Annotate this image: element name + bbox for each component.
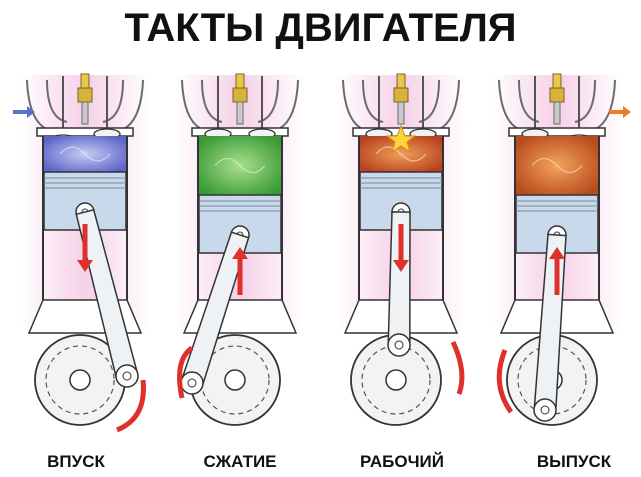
- crank-pin-center: [540, 405, 550, 415]
- crankshaft-center: [385, 369, 407, 391]
- crankshaft-center: [69, 369, 91, 391]
- intake-flow-arrow: [13, 106, 35, 118]
- crank-pin-center: [394, 340, 404, 350]
- stroke-label-power: РАБОЧИЙ: [360, 452, 444, 471]
- stroke-panel-power: [336, 73, 466, 426]
- spark-plug-electrode: [397, 101, 405, 125]
- piston-down-arrow: [393, 224, 409, 272]
- rotation-arrow: [450, 340, 465, 395]
- gas-swirl: [59, 146, 111, 162]
- spark-plug-body: [549, 87, 565, 103]
- spark-plug-top: [552, 73, 562, 89]
- exhaust-flow-arrow: [609, 106, 631, 118]
- crank-pin-center: [187, 378, 197, 388]
- piston-up-arrow: [232, 247, 248, 295]
- gas-swirl: [214, 157, 266, 174]
- crank-disc-dashed: [45, 345, 115, 415]
- spark-plug-electrode: [81, 101, 89, 125]
- stroke-label-intake: ВПУСК: [47, 452, 105, 471]
- stroke-panel-intake: [13, 73, 150, 433]
- piston-up-arrow: [549, 247, 565, 295]
- spark-plug-top: [235, 73, 245, 89]
- spark-plug-body: [393, 87, 409, 103]
- rotation-arrow: [496, 349, 514, 414]
- spark-plug-electrode: [553, 101, 561, 125]
- stroke-label-compression: СЖАТИЕ: [203, 452, 277, 471]
- spark-icon: [385, 124, 417, 154]
- crank-disc-dashed: [361, 345, 431, 415]
- spark-plug-body: [232, 87, 248, 103]
- crankshaft-center: [224, 369, 246, 391]
- spark-plug-top: [396, 73, 406, 89]
- rotation-arrow: [177, 345, 194, 399]
- gas-swirl: [375, 146, 427, 162]
- stroke-label-exhaust: ВЫПУСК: [536, 452, 612, 471]
- crank-disc-dashed: [517, 345, 587, 415]
- gas-swirl: [531, 157, 583, 174]
- stroke-panel-compression: [175, 73, 305, 426]
- spark-plug-electrode: [236, 101, 244, 125]
- crank-disc-dashed: [200, 345, 270, 415]
- crank-pin-center: [122, 371, 132, 381]
- piston-down-arrow: [77, 224, 93, 272]
- spark-plug-top: [80, 73, 90, 89]
- spark-plug-body: [77, 87, 93, 103]
- diagram-title: ТАКТЫ ДВИГАТЕЛЯ: [124, 6, 517, 50]
- rotation-arrow: [115, 379, 146, 433]
- stroke-panel-exhaust: [492, 73, 631, 426]
